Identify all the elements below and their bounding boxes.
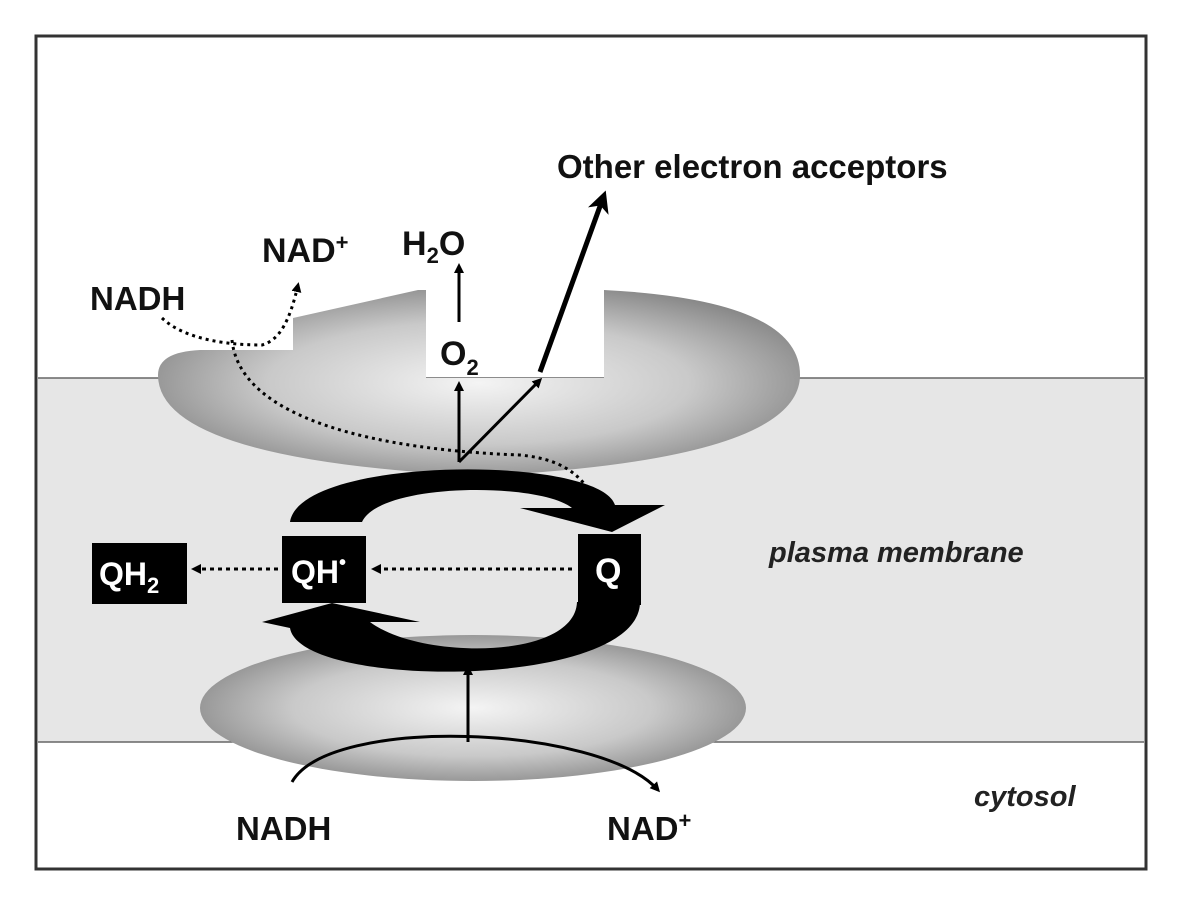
other-acceptors-label: Other electron acceptors bbox=[557, 148, 948, 185]
qh-radical-box bbox=[282, 536, 366, 603]
nad-plus-top-label: NAD+ bbox=[262, 230, 349, 270]
nad-plus-bottom-label: NAD+ bbox=[607, 808, 691, 847]
bottom-protein bbox=[200, 635, 746, 781]
qh2-label: QH2 bbox=[99, 556, 159, 598]
cycle-arrow-bottom bbox=[262, 602, 640, 672]
o2-label: O2 bbox=[440, 335, 479, 380]
qh2-box bbox=[92, 543, 187, 604]
nadh-top-label: NADH bbox=[90, 280, 185, 317]
q-box bbox=[578, 534, 641, 605]
other-acceptors-arrow bbox=[537, 190, 609, 373]
h2o-label: H2O bbox=[402, 225, 465, 268]
q-label: Q bbox=[595, 552, 621, 590]
qh-radical-label: QH• bbox=[291, 552, 346, 590]
frame-border bbox=[34, 34, 1148, 871]
cycle-arrow-top bbox=[290, 469, 665, 532]
plasma-membrane-label: plasma membrane bbox=[768, 537, 1024, 569]
nadh-electron-path bbox=[230, 339, 611, 531]
to-acceptor-arrow bbox=[457, 377, 543, 464]
nadh-top-path bbox=[160, 282, 302, 347]
cytosol-label: cytosol bbox=[974, 781, 1076, 813]
nadh-bottom-label: NADH bbox=[236, 810, 331, 847]
top-protein bbox=[158, 290, 800, 476]
